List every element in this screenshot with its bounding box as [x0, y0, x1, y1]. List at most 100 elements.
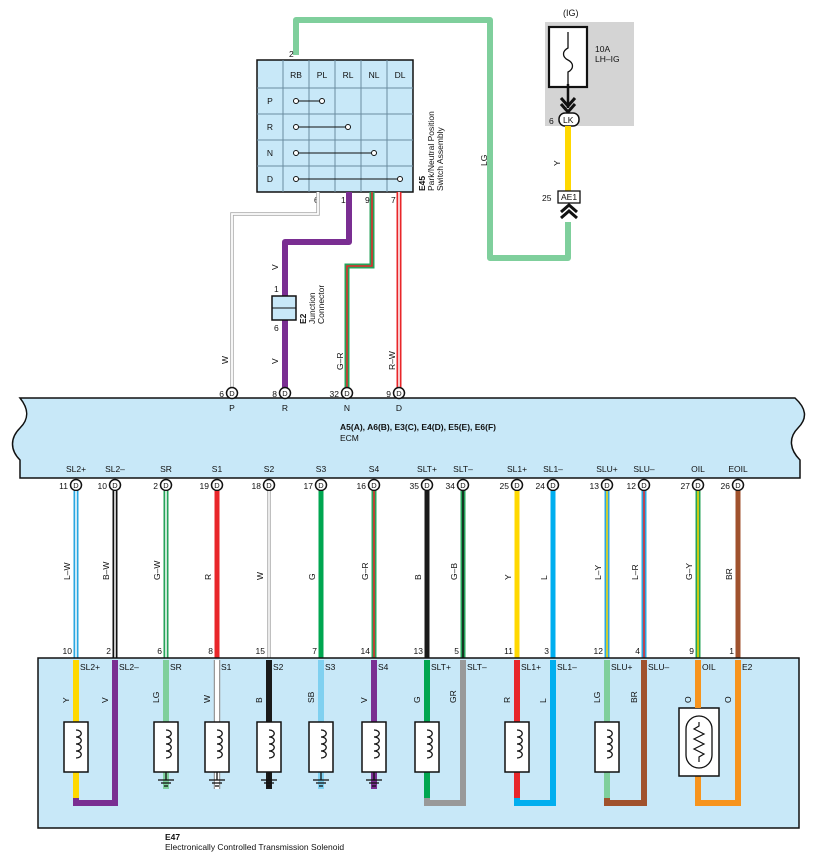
ecm-term-name-7: SLT+: [417, 464, 437, 474]
wire-label-v1: V: [270, 264, 280, 270]
ecm-term-name-14: EOIL: [728, 464, 748, 474]
ecm-term-pin-10: 24: [536, 481, 546, 491]
lk-label: LK: [563, 115, 574, 125]
sol-inner-wire-13: O: [683, 696, 693, 703]
pnp-pin-top: 2: [289, 49, 294, 59]
sol-inner-wire-4: B: [254, 697, 264, 703]
sol-label-13: OIL: [702, 662, 716, 672]
sol-label-7: SLT+: [431, 662, 451, 672]
wire-label-col-3: R: [203, 574, 213, 580]
ecm-term-0: [69, 478, 83, 492]
sol-inner-wire-5: SB: [306, 691, 316, 703]
ecm-top-tag-1: D: [282, 389, 288, 398]
sol-pin-7: 13: [414, 646, 424, 656]
wire-label-col-2: G–W: [152, 561, 162, 580]
sol-label-10: SL1–: [557, 662, 577, 672]
pnp-row-0: P: [267, 96, 273, 106]
pnp-contacts: [293, 98, 403, 182]
sol-pin-5: 7: [312, 646, 317, 656]
ecm-term-pin-9: 25: [500, 481, 510, 491]
pnp-caption: E45 Park/Neutral Position Switch Assembl…: [417, 111, 445, 191]
solenoid-coil-11: [594, 721, 620, 773]
ecm-term-pin-14: 26: [721, 481, 731, 491]
ecm-term-tag-9: D: [514, 481, 520, 490]
junction-pin-top: 1: [274, 284, 279, 294]
ecm-top-label-1: R: [282, 403, 288, 413]
sol-pin-8: 5: [454, 646, 459, 656]
ecm-term-pin-8: 34: [446, 481, 456, 491]
ecm-term-tag-4: D: [266, 481, 272, 490]
sol-label-14: E2: [742, 662, 753, 672]
sol-inner-wire-0: Y: [61, 697, 71, 703]
pnp-pin-9: 9: [365, 195, 370, 205]
ecm-term-name-8: SLT–: [453, 464, 473, 474]
ecm-term-name-6: S4: [369, 464, 380, 474]
ecm-term-pin-13: 27: [681, 481, 691, 491]
sol-inner-wire-2: LG: [151, 692, 161, 703]
solenoid-coil-2: [153, 721, 179, 773]
pnp-row-1: R: [267, 122, 273, 132]
fuse-rating: 10A: [595, 44, 610, 54]
lk-pin: 6: [549, 116, 554, 126]
ecm-top-term-3: [392, 386, 406, 400]
sol-label-6: S4: [378, 662, 389, 672]
ecm-term-tag-2: D: [163, 481, 169, 490]
ecm-term-4: [262, 478, 276, 492]
ecm-term-9: [510, 478, 524, 492]
sol-inner-wire-11: LG: [592, 692, 602, 703]
sol-pin-2: 6: [157, 646, 162, 656]
ig-label: (IG): [563, 8, 579, 18]
ecm-term-pin-12: 12: [627, 481, 637, 491]
ecm-term-13: [691, 478, 705, 492]
ecm-term-pin-11: 13: [590, 481, 600, 491]
solenoid-coil-0: [63, 721, 89, 773]
ecm-top-label-0: P: [229, 403, 235, 413]
pnp-col-4: DL: [395, 70, 406, 80]
coil-icon: [606, 729, 613, 759]
sol-pin-10: 3: [544, 646, 549, 656]
ecm-term-2: [159, 478, 173, 492]
ecm-term-tag-10: D: [550, 481, 556, 490]
ecm-term-7: [420, 478, 434, 492]
coil-icon: [165, 729, 172, 759]
sol-pin-13: 9: [689, 646, 694, 656]
pnp-name-2: Switch Assembly: [435, 126, 445, 191]
ecm-top-label-3: D: [396, 403, 402, 413]
junction-pin-bottom: 6: [274, 323, 279, 333]
pnp-pin-7: 7: [391, 195, 396, 205]
ecm-top-term-0: [225, 386, 239, 400]
ecm-top-tag-0: D: [229, 389, 235, 398]
sol-label-3: S1: [221, 662, 232, 672]
sol-label-0: SL2+: [80, 662, 100, 672]
pnp-col-2: RL: [343, 70, 354, 80]
solenoid-coil-3: [204, 721, 230, 773]
wire-label-y: Y: [552, 160, 562, 166]
wire-label-col-9: Y: [503, 574, 513, 580]
sol-inner-wire-1: V: [100, 697, 110, 703]
sol-pin-3: 8: [208, 646, 213, 656]
solenoid-coil-9: [504, 721, 530, 773]
wire-label-rw: R–W: [387, 351, 397, 370]
ecm-term-pin-1: 10: [98, 481, 108, 491]
ecm-top-tag-2: D: [344, 389, 350, 398]
solenoid-coil-5: [308, 721, 334, 773]
pnp-col-0: RB: [290, 70, 302, 80]
ecm-term-name-2: SR: [160, 464, 172, 474]
solenoid-coil-7: [414, 721, 440, 773]
sol-inner-wire-9: R: [502, 697, 512, 703]
ecm-term-pin-3: 19: [200, 481, 210, 491]
wire-label-v2: V: [270, 358, 280, 364]
coil-icon: [75, 729, 82, 759]
ecm-term-tag-3: D: [214, 481, 220, 490]
sol-inner-wire-8: GR: [448, 690, 458, 703]
sol-label-2: SR: [170, 662, 182, 672]
ecm-term-pin-0: 11: [59, 481, 68, 491]
wire-label-col-8: G–B: [449, 563, 459, 580]
ecm-term-name-12: SLU–: [633, 464, 655, 474]
sol-label-8: SLT–: [467, 662, 487, 672]
ecm-term-14: [731, 478, 745, 492]
sol-pin-6: 14: [361, 646, 371, 656]
sol-pin-14: 1: [729, 646, 734, 656]
wire-label-w: W: [220, 356, 230, 364]
